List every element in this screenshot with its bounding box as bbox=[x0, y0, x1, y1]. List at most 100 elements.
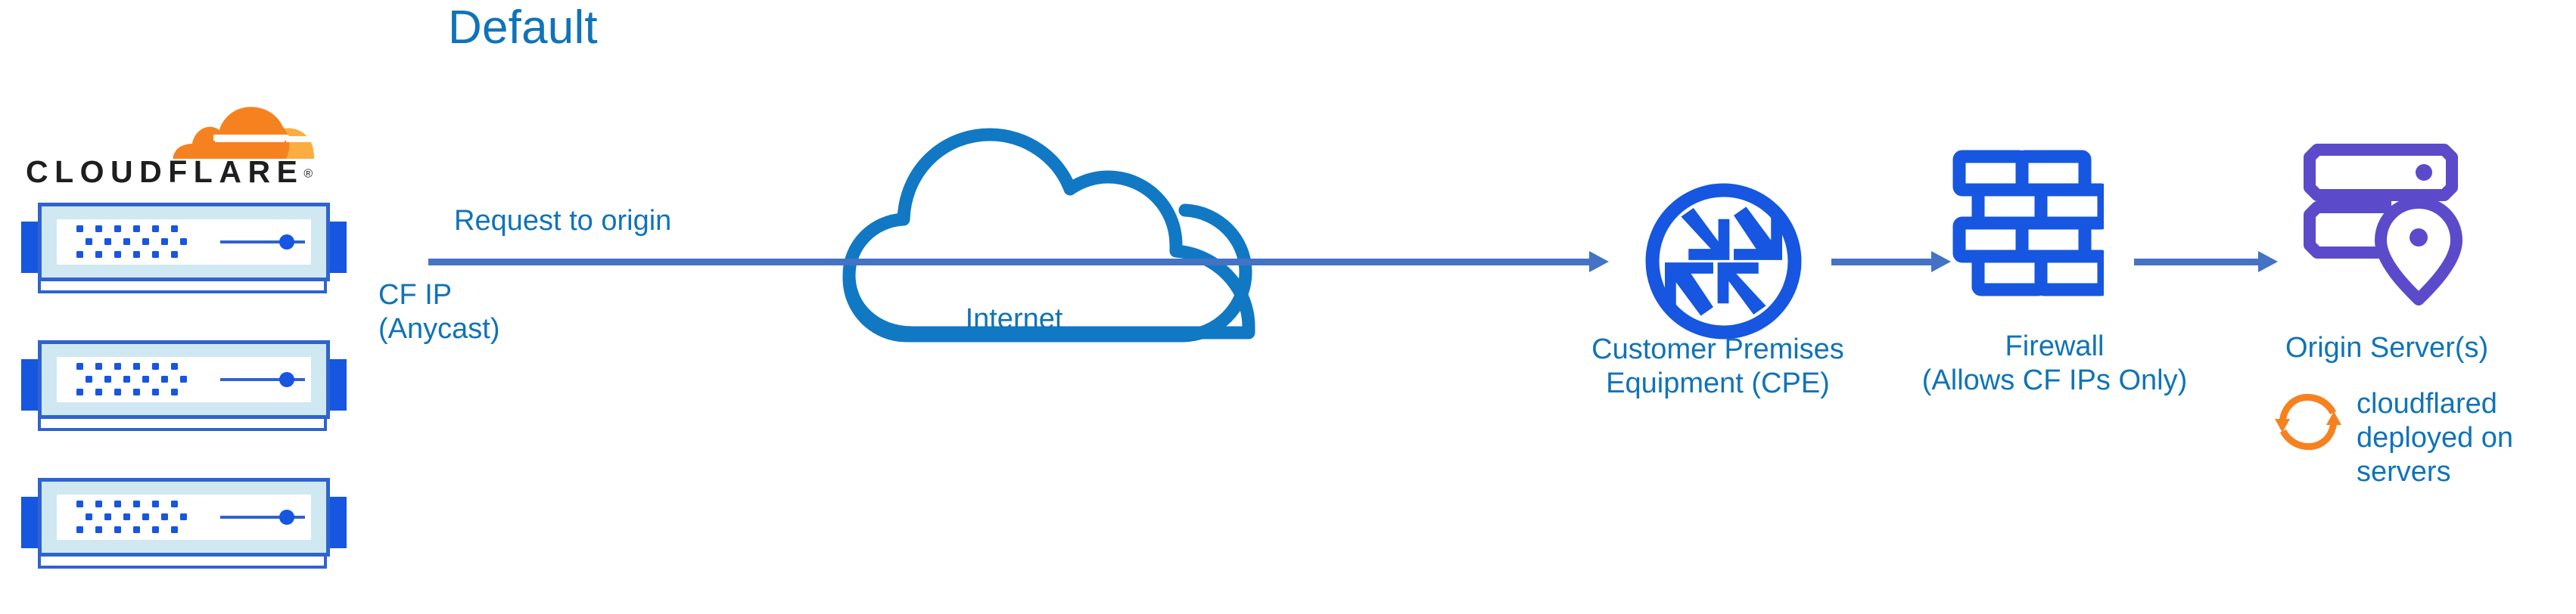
rack-vent-dot bbox=[152, 225, 159, 232]
rack-vent-dot bbox=[114, 389, 121, 395]
internet-cloud-icon bbox=[840, 106, 1279, 348]
rack-vent-dot bbox=[104, 513, 111, 520]
rack-body bbox=[38, 203, 330, 281]
cloudflare-wordmark-text: CLOUDFLARE bbox=[26, 154, 304, 189]
rack-vent-dot bbox=[171, 225, 178, 232]
rack-vent-dot bbox=[95, 363, 102, 370]
rack-vent-dot bbox=[76, 389, 83, 395]
rack-panel bbox=[57, 357, 311, 402]
rack-indicator-line bbox=[220, 240, 305, 243]
rack-vent-dot bbox=[76, 501, 83, 507]
rack-vent-dot bbox=[161, 376, 168, 383]
rack-vent-dot bbox=[171, 526, 178, 533]
rack-vent-dot bbox=[76, 363, 83, 370]
cloudflare-logo: CLOUDFLARE® bbox=[26, 91, 344, 197]
rack-vent-dot bbox=[142, 513, 149, 520]
rack-vent-dot bbox=[171, 363, 178, 370]
label-cpe: Customer Premises Equipment (CPE) bbox=[1506, 333, 1930, 401]
label-cf-ip: CF IP (Anycast) bbox=[378, 278, 499, 346]
rack-vent-dot bbox=[76, 225, 83, 232]
rack-vent-dot bbox=[161, 238, 168, 245]
cloudflare-wordmark: CLOUDFLARE® bbox=[26, 154, 344, 190]
arrow-edge-to-cpe bbox=[428, 247, 1609, 277]
rack-vent-dot bbox=[152, 363, 159, 370]
rack-vent-dot bbox=[161, 513, 168, 520]
rack-vent-dot bbox=[142, 376, 149, 383]
rack-vent-dot bbox=[152, 251, 159, 258]
label-cloudflared-line3: servers bbox=[2357, 455, 2451, 488]
rack-vent-dot bbox=[95, 501, 102, 507]
rack-vent-dot bbox=[76, 526, 83, 533]
rack-vent-dot bbox=[123, 513, 130, 520]
rack-vent-dot bbox=[180, 513, 187, 520]
rack-vent-dot bbox=[86, 376, 92, 383]
rack-vent-dot bbox=[133, 225, 140, 232]
rack-vent-dot bbox=[114, 251, 121, 258]
rack-vent-dot bbox=[171, 501, 178, 507]
rack-indicator-line bbox=[220, 378, 305, 381]
label-firewall-line2: (Allows CF IPs Only) bbox=[1921, 364, 2188, 396]
rack-vent-grid bbox=[76, 225, 187, 259]
rack-vent-dot bbox=[180, 376, 187, 383]
page-title: Default bbox=[448, 2, 598, 54]
label-internet: Internet bbox=[965, 303, 1063, 335]
rack-body bbox=[38, 340, 330, 419]
rack-vent-dot bbox=[114, 225, 121, 232]
label-cf-ip-line2: (Anycast) bbox=[378, 312, 500, 345]
rack-vent-dot bbox=[104, 238, 111, 245]
label-firewall-line1: Firewall bbox=[2005, 330, 2105, 362]
rack-panel bbox=[57, 219, 311, 265]
label-firewall: Firewall (Allows CF IPs Only) bbox=[1884, 330, 2225, 398]
rack-vent-dot bbox=[95, 251, 102, 258]
rack-vent-dot bbox=[114, 363, 121, 370]
label-cloudflared-note: cloudflared deployed on servers bbox=[2357, 387, 2546, 488]
rack-vent-dot bbox=[123, 238, 130, 245]
rack-vent-dot bbox=[95, 389, 102, 395]
rack-vent-dot bbox=[114, 526, 121, 533]
rack-vent-dot bbox=[95, 225, 102, 232]
rack-status-led bbox=[279, 372, 294, 387]
rack-vent-grid bbox=[76, 363, 187, 396]
rack-indicator-line bbox=[220, 516, 305, 519]
registered-trademark-mark: ® bbox=[303, 167, 313, 181]
brick-wall-icon bbox=[1952, 150, 2111, 312]
rack-vent-dot bbox=[133, 389, 140, 395]
rack-vent-dot bbox=[133, 501, 140, 507]
server-rack-icon bbox=[21, 478, 347, 572]
rack-vent-dot bbox=[114, 501, 121, 507]
arrow-cpe-to-firewall bbox=[1831, 247, 1951, 277]
rack-vent-dot bbox=[123, 376, 130, 383]
rack-body bbox=[38, 478, 330, 557]
label-cpe-line1: Customer Premises bbox=[1591, 333, 1844, 365]
rack-status-led bbox=[279, 510, 294, 525]
label-cpe-line2: Equipment (CPE) bbox=[1606, 367, 1830, 399]
server-rack-icon bbox=[21, 203, 347, 297]
rack-vent-dot bbox=[152, 501, 159, 507]
rack-vent-dot bbox=[133, 526, 140, 533]
rack-status-led bbox=[279, 234, 294, 250]
rack-vent-grid bbox=[76, 501, 187, 534]
rack-vent-dot bbox=[152, 526, 159, 533]
sync-refresh-arrows-icon bbox=[2270, 386, 2346, 457]
rack-vent-dot bbox=[86, 238, 92, 245]
cloudflare-cloud-logo-icon bbox=[171, 91, 315, 160]
rack-vent-dot bbox=[142, 238, 149, 245]
arrow-firewall-to-origin bbox=[2134, 247, 2278, 277]
rack-vent-dot bbox=[152, 389, 159, 395]
rack-vent-dot bbox=[171, 389, 178, 395]
rack-vent-dot bbox=[133, 363, 140, 370]
router-converging-arrows-icon bbox=[1642, 180, 1805, 343]
label-cloudflared-line1: cloudflared bbox=[2357, 388, 2497, 420]
rack-vent-dot bbox=[171, 251, 178, 258]
server-stack-location-pin-icon bbox=[2301, 141, 2475, 315]
rack-vent-dot bbox=[180, 238, 187, 245]
rack-vent-dot bbox=[104, 376, 111, 383]
rack-panel bbox=[57, 495, 311, 540]
label-cf-ip-line1: CF IP bbox=[378, 279, 453, 311]
rack-vent-dot bbox=[95, 526, 102, 533]
rack-vent-dot bbox=[76, 251, 83, 258]
server-rack-icon bbox=[21, 340, 347, 435]
rack-vent-dot bbox=[133, 251, 140, 258]
label-origin-server: Origin Server(s) bbox=[2285, 332, 2489, 364]
